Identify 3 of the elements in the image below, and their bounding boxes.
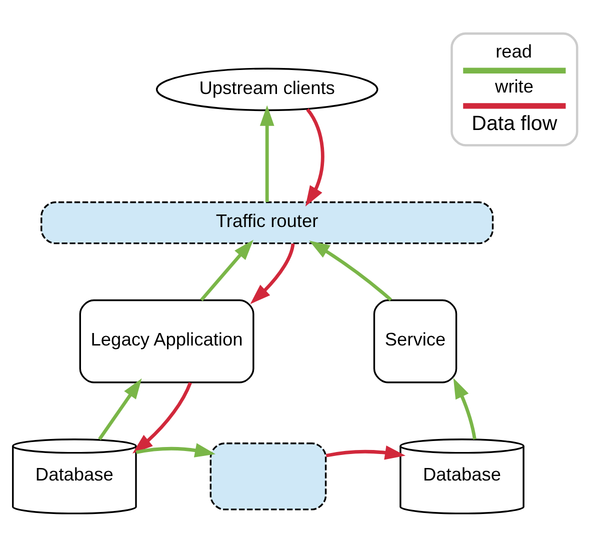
legend-label: write — [495, 75, 534, 96]
label: Data flow — [472, 111, 558, 134]
legend-label: read — [496, 40, 532, 61]
